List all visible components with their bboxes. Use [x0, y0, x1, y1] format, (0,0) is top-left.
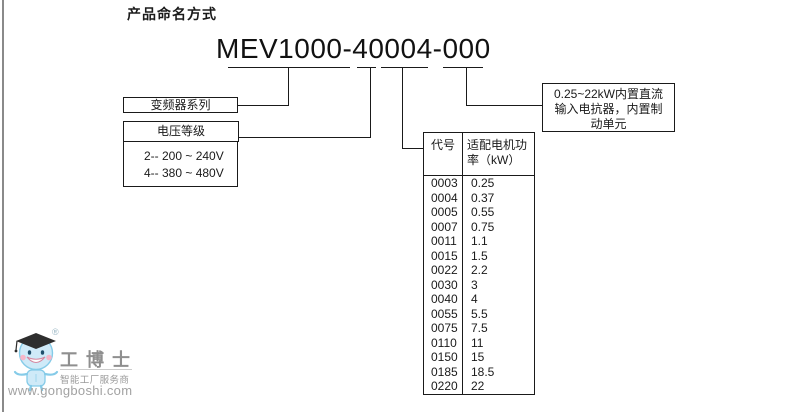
voltage-option: 4-- 380 ~ 480V — [144, 166, 224, 180]
table-row: 0185 18.5 — [424, 364, 534, 379]
power-column-header: 适配电机功率（kW） — [467, 138, 528, 167]
table-row: 0075 7.5 — [424, 321, 534, 336]
voltage-option: 2-- 200 ~ 240V — [144, 149, 224, 163]
power-cell: 3 — [471, 277, 478, 292]
table-row: 0030 3 — [424, 277, 534, 292]
brand-divider — [60, 369, 132, 370]
power-cell: 11 — [471, 335, 484, 350]
table-row: 0055 5.5 — [424, 306, 534, 321]
power-cell: 0.75 — [471, 219, 495, 234]
leader-voltage-horizontal — [239, 137, 371, 138]
power-cell: 18.5 — [471, 364, 495, 379]
code-cell: 0040 — [424, 292, 463, 307]
code-cell: 0055 — [424, 306, 463, 321]
code-cell: 0150 — [424, 350, 463, 365]
table-row: 0022 2.2 — [424, 263, 534, 278]
leader-series-vertical — [288, 67, 289, 105]
code-cell: 0030 — [424, 277, 463, 292]
leader-series-horizontal — [238, 105, 289, 106]
table-row: 0007 0.75 — [424, 219, 534, 234]
code-cell: 0003 — [424, 176, 463, 191]
power-cell: 5.5 — [471, 306, 488, 321]
voltage-callout-header: 电压等级 — [123, 121, 239, 142]
code-cell: 0007 — [424, 219, 463, 234]
left-margin-rule — [2, 0, 4, 412]
power-cell: 0.37 — [471, 190, 495, 205]
table-row: 0004 0.37 — [424, 190, 534, 205]
brand-name: 工博士 — [60, 350, 138, 370]
code-cell: 0004 — [424, 190, 463, 205]
power-cell: 0.25 — [471, 176, 495, 190]
underline-power-part — [381, 67, 428, 68]
table-row: 0015 1.5 — [424, 248, 534, 263]
code-cell: 0015 — [424, 248, 463, 263]
underline-series-part — [228, 67, 350, 68]
code-cell: 0075 — [424, 321, 463, 336]
table-row: 0003 0.25 — [424, 176, 534, 191]
gongboshi-logo: ® 工博士 智能工厂服务商 www.gongboshi.com — [6, 324, 156, 404]
power-cell: 0.55 — [471, 205, 495, 219]
code-cell: 0220 — [424, 379, 463, 394]
model-number: MEV1000-40004-000 — [216, 33, 491, 64]
registered-trademark-mark: ® — [52, 327, 59, 337]
features-callout-box: 0.25~22kW内置直流 输入电抗器，内置制 动单元 — [542, 83, 675, 132]
table-row: 0040 4 — [424, 292, 534, 307]
code-cell: 0005 — [424, 205, 463, 220]
series-callout-box: 变频器系列 — [123, 97, 238, 113]
code-cell: 0110 — [424, 335, 463, 350]
code-column-header: 代号 — [424, 133, 463, 175]
table-row: 0110 11 — [424, 335, 534, 350]
leader-voltage-vertical — [370, 67, 371, 137]
feature-line: 0.25~22kW内置直流 — [553, 87, 664, 101]
code-cell: 0022 — [424, 263, 463, 278]
feature-line: 动单元 — [590, 117, 627, 131]
power-cell: 1.1 — [471, 234, 488, 248]
leader-suffix-horizontal — [466, 105, 543, 106]
code-cell: 0011 — [424, 234, 463, 249]
brand-tagline: 智能工厂服务商 — [60, 375, 130, 386]
leader-power-vertical — [402, 67, 403, 148]
power-cell: 15 — [471, 350, 485, 364]
voltage-options-box: 2-- 200 ~ 240V 4-- 380 ~ 480V — [123, 141, 238, 187]
power-cell: 1.5 — [471, 248, 488, 263]
leader-suffix-vertical — [466, 67, 467, 105]
gongboshi-mascot-icon — [13, 333, 59, 392]
brand-website: www.gongboshi.com — [8, 383, 133, 398]
power-cell: 4 — [471, 292, 478, 306]
table-row: 0150 15 — [424, 350, 534, 365]
power-cell: 7.5 — [471, 321, 488, 335]
leader-power-horizontal — [402, 148, 423, 149]
table-row: 0011 1.1 — [424, 234, 534, 249]
section-heading: 产品命名方式 — [127, 6, 217, 22]
table-row: 0005 0.55 — [424, 205, 534, 220]
power-cell: 22 — [471, 379, 485, 393]
underline-suffix-part — [443, 67, 483, 68]
power-cell: 2.2 — [471, 263, 488, 277]
feature-line: 输入电抗器，内置制 — [554, 102, 663, 116]
underline-voltage-part — [357, 67, 376, 68]
table-row: 0220 22 — [424, 379, 534, 394]
code-cell: 0185 — [424, 364, 463, 379]
table-header-row: 代号 适配电机功率（kW） — [424, 133, 534, 176]
